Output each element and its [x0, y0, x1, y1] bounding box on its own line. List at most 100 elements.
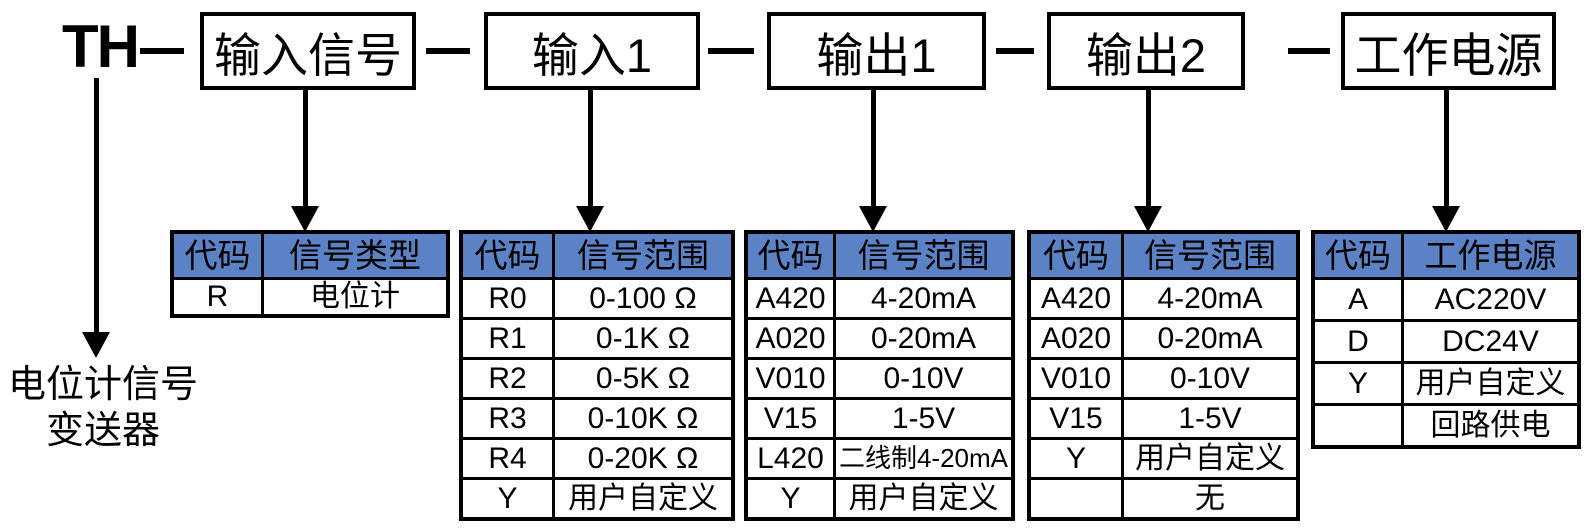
table-row: R4 0-20K Ω	[463, 437, 731, 477]
code-cell: A020	[748, 320, 836, 357]
value-cell: 0-100 Ω	[589, 282, 697, 315]
code-cell: R	[174, 280, 264, 314]
code-cell: V15	[1031, 400, 1124, 437]
code-cell: D	[1315, 322, 1404, 361]
value-cell: 0-5K Ω	[595, 362, 691, 395]
separator-dash	[996, 48, 1034, 54]
value-cell: 0-10V	[1169, 362, 1251, 395]
table-row: V010 0-10V	[748, 357, 1011, 397]
segment-box-output1: 输出1	[767, 12, 986, 90]
arrow-down-icon	[1432, 206, 1460, 232]
value-cell: 用户自定义	[568, 482, 718, 515]
code-cell: V010	[1031, 360, 1124, 397]
code-header: 代码	[174, 234, 264, 277]
code-cell: L420	[748, 440, 836, 477]
code-header: 代码	[1315, 234, 1404, 277]
segment-box-power: 工作电源	[1341, 12, 1556, 90]
prefix-note: 电位计信号 变送器	[0, 362, 206, 454]
value-cell: AC220V	[1434, 283, 1547, 316]
code-cell: Y	[463, 480, 555, 517]
value-header: 信号范围	[1124, 234, 1296, 277]
table-header-row: 代码工作电源	[1315, 234, 1577, 277]
value-cell: 用户自定义	[848, 482, 999, 515]
connector-line-input1	[588, 88, 593, 208]
segment-box-input-signal: 输入信号	[200, 12, 416, 90]
table-row: A020 0-20mA	[1031, 317, 1296, 357]
code-header: 代码	[1031, 234, 1124, 277]
table-row: A420 4-20mA	[748, 277, 1011, 317]
code-cell	[1031, 480, 1124, 517]
code-cell: A420	[1031, 280, 1124, 317]
arrow-down-icon	[576, 206, 604, 232]
table-row: 无	[1031, 477, 1296, 517]
separator-dash	[708, 48, 754, 54]
value-cell: DC24V	[1442, 325, 1539, 358]
table-row: D DC24V	[1315, 319, 1577, 361]
value-header: 信号类型	[264, 234, 446, 277]
value-cell: 4-20mA	[870, 282, 977, 315]
table-row: A AC220V	[1315, 277, 1577, 319]
table-row: Y 用户自定义	[463, 477, 731, 517]
arrow-down-icon	[859, 206, 887, 232]
code-cell: V010	[748, 360, 836, 397]
table-header-row: 代码信号范围	[463, 234, 731, 277]
separator-dash	[140, 48, 184, 54]
value-cell: 0-20mA	[870, 322, 977, 355]
code-cell: A	[1315, 280, 1404, 319]
value-cell: 1-5V	[891, 402, 956, 435]
table-row: Y 用户自定义	[1315, 361, 1577, 403]
value-cell: 0-20K Ω	[587, 442, 699, 475]
table-row: V010 0-10V	[1031, 357, 1296, 397]
table-row: Y 用户自定义	[1031, 437, 1296, 477]
value-cell: 电位计	[310, 280, 400, 313]
code-cell: A020	[1031, 320, 1124, 357]
value-cell: 用户自定义	[1415, 367, 1566, 400]
code-cell: A420	[748, 280, 836, 317]
value-cell: 用户自定义	[1135, 442, 1285, 475]
arrow-down-icon	[1134, 206, 1162, 232]
code-cell: R3	[463, 400, 555, 437]
value-cell: 二线制4-20mA	[838, 443, 1009, 473]
prefix-note-line1: 电位计信号	[7, 364, 198, 406]
value-cell: 无	[1195, 482, 1225, 515]
code-header: 代码	[463, 234, 555, 277]
table-header-row: 代码信号范围	[1031, 234, 1296, 277]
table-header-row: 代码信号范围	[748, 234, 1011, 277]
connector-line-input-signal	[303, 88, 308, 208]
segment-box-input1: 输入1	[484, 12, 700, 90]
connector-line-output1	[871, 88, 876, 208]
connector-line-output2	[1146, 88, 1151, 208]
prefix-note-line2: 变送器	[45, 410, 160, 452]
table-header-row: 代码信号类型	[174, 234, 446, 277]
value-header: 工作电源	[1404, 234, 1577, 277]
table-row: A020 0-20mA	[748, 317, 1011, 357]
code-cell	[1315, 406, 1404, 445]
value-cell: 回路供电	[1430, 409, 1551, 442]
code-cell: R4	[463, 440, 555, 477]
code-cell: Y	[1315, 364, 1404, 403]
table-row: R 电位计	[174, 277, 446, 314]
separator-dash	[426, 48, 470, 54]
code-cell: Y	[1031, 440, 1124, 477]
value-cell: 0-1K Ω	[595, 322, 691, 355]
connector-line-power	[1444, 88, 1449, 208]
table-row: 回路供电	[1315, 403, 1577, 445]
value-cell: 1-5V	[1178, 402, 1242, 435]
arrow-down-icon	[291, 206, 319, 232]
table-row: V15 1-5V	[1031, 397, 1296, 437]
table-row: R3 0-10K Ω	[463, 397, 731, 437]
value-cell: 0-10V	[883, 362, 964, 395]
code-cell: V15	[748, 400, 836, 437]
table-row: V15 1-5V	[748, 397, 1011, 437]
connector-line-prefix	[94, 78, 99, 332]
value-cell: 0-20mA	[1157, 322, 1263, 355]
value-cell: 0-10K Ω	[587, 402, 699, 435]
